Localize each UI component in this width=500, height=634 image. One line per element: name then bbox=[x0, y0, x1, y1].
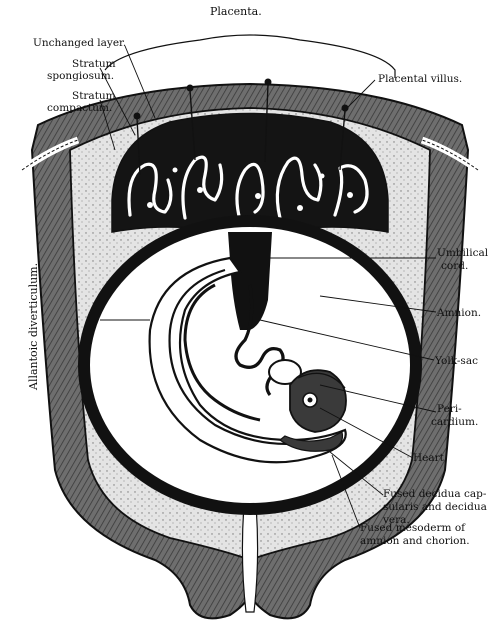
label-allantoic-diverticulum: Allantoic diverticulum. bbox=[27, 263, 40, 391]
label-stratum-spongiosum-1: Stratum bbox=[72, 58, 116, 70]
label-placenta: Placenta. bbox=[210, 5, 262, 18]
label-heart: Heart. bbox=[413, 452, 447, 464]
label-fused-mesoderm-2: amnion and chorion. bbox=[360, 535, 470, 547]
label-stratum-compactum-2: compactum. bbox=[47, 102, 112, 114]
label-fused-mesoderm-1: Fused mesoderm of bbox=[360, 522, 466, 534]
placenta-bracket bbox=[104, 34, 396, 78]
right-horn-outline bbox=[421, 139, 479, 171]
label-pericardium-2: cardium. bbox=[431, 416, 478, 428]
label-stratum-compactum-1: Stratum bbox=[72, 90, 116, 102]
embryo-tail bbox=[279, 431, 344, 452]
label-pericardium-1: Peri- bbox=[437, 403, 462, 415]
embryo-neural-tube bbox=[183, 283, 261, 422]
label-umbilical-cord-1: Umbilical bbox=[437, 247, 489, 259]
label-fused-decidua-3: vera. bbox=[382, 514, 410, 526]
cervical-canal bbox=[241, 504, 259, 613]
villus-stalks bbox=[136, 83, 346, 176]
villi-dots bbox=[147, 167, 353, 211]
label-fused-decidua-1: Fused decidua cap- bbox=[383, 488, 487, 500]
left-horn-outline bbox=[21, 139, 79, 171]
placental-villi bbox=[127, 155, 369, 222]
label-stratum-spongiosum-2: spongiosum. bbox=[47, 70, 114, 82]
pericardium bbox=[297, 372, 346, 389]
leader-lines bbox=[99, 45, 437, 529]
label-unchanged-layer: Unchanged layer. bbox=[33, 37, 126, 49]
yolk-sac bbox=[268, 359, 302, 385]
label-fused-decidua-2: sularis and decidua bbox=[383, 501, 487, 513]
heart-center bbox=[307, 397, 313, 403]
umbilical-cord bbox=[228, 232, 272, 330]
embryo-head bbox=[289, 369, 347, 433]
label-placental-villus: Placental villus. bbox=[378, 73, 462, 85]
label-amnion: Amnion. bbox=[436, 307, 481, 319]
villus-knobs bbox=[133, 78, 349, 120]
label-yolk-sac: Yolk-sac bbox=[434, 355, 478, 367]
label-umbilical-cord-2: cord. bbox=[441, 260, 468, 272]
embryo-inner-curve bbox=[168, 268, 311, 446]
